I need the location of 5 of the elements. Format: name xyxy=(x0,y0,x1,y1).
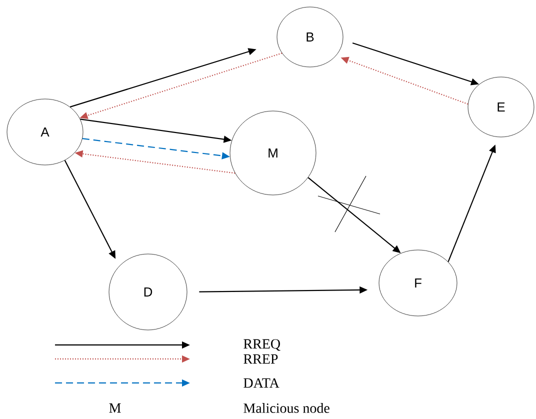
legend-text: M xyxy=(109,403,121,413)
legend-text: RREQ xyxy=(244,339,280,351)
legend-text: RREP xyxy=(244,354,278,364)
legend-text: Malicious node xyxy=(244,403,330,413)
legend-text: DATA xyxy=(244,378,280,388)
